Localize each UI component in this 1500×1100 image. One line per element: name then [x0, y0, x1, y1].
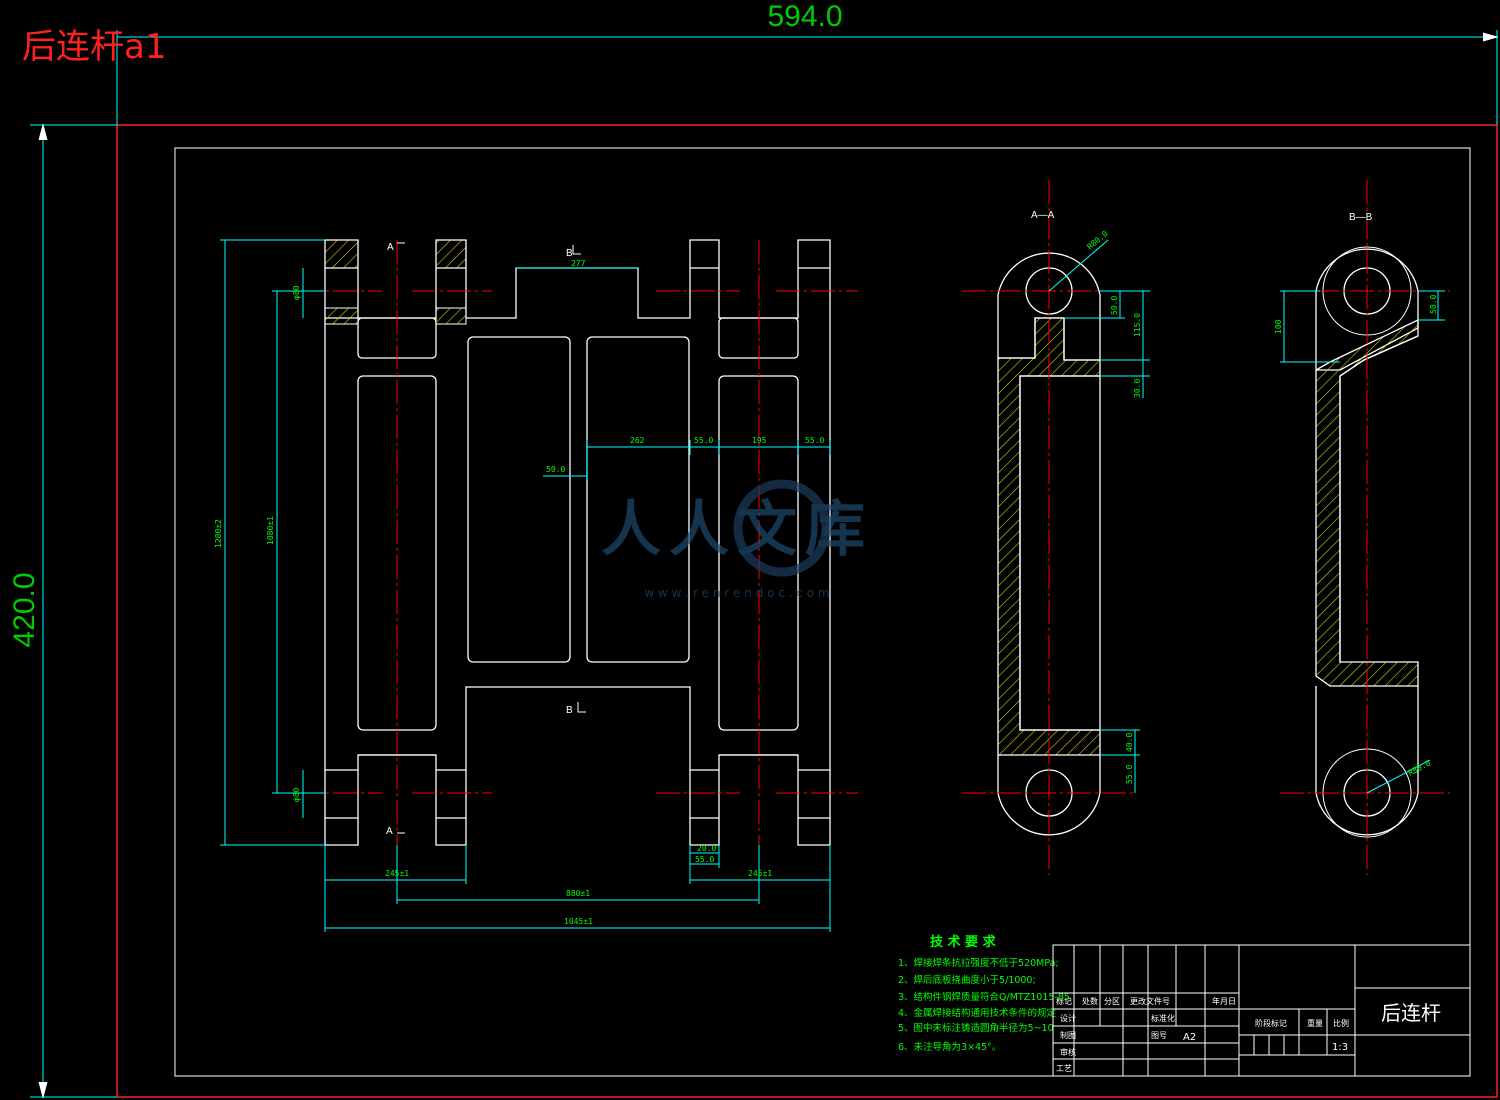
dim-w-20: 20.0 [697, 844, 716, 853]
section-b-centerlines [1280, 180, 1450, 875]
sheet-frame [116, 124, 1498, 1098]
tb-weight-label: 重量 [1307, 1018, 1323, 1028]
section-b-d50: 50.0 [1429, 295, 1438, 314]
tb-label-mark: 标记 [1056, 996, 1072, 1006]
front-view-hatching [324, 239, 467, 325]
dim-offset-50: 50.0 [546, 465, 565, 474]
watermark: 人人文库 w w w . r e n r e n d o c . c o m [601, 479, 873, 600]
section-a-d115: 115.0 [1133, 313, 1142, 337]
dim-w-55c: 55.0 [695, 855, 714, 864]
tb-label-drawing-no: 图号 [1151, 1031, 1167, 1040]
section-b-label: B—B [1349, 212, 1373, 223]
sheet-height-label: 420.0 [8, 572, 41, 647]
dim-hole-top: φ80 [292, 285, 301, 300]
section-a-d50: 50.0 [1110, 296, 1119, 315]
dim-hole-bottom: φ80 [292, 787, 301, 802]
section-b-d100: 100 [1274, 319, 1283, 334]
title-block: 标记 处数 分区 更改文件号 年月日 设计 制图 审核 工艺 标准化 图号 A2… [1052, 944, 1471, 1077]
watermark-logo-icon [733, 479, 831, 577]
tb-label-change: 更改文件号 [1130, 996, 1170, 1006]
tb-stage-label: 阶段标记 [1255, 1018, 1287, 1028]
watermark-text: 人人文库 [601, 495, 873, 565]
dim-left-width: 245±1 [385, 869, 409, 878]
section-a-label: A—A [1031, 210, 1055, 221]
section-a-radius: R80.0 [1086, 229, 1110, 251]
section-mark-b-bottom: B [566, 705, 573, 716]
section-cut-marks [397, 242, 586, 834]
section-mark-a-bottom: A [386, 826, 393, 837]
tech-note-4: 4、金属焊接结构通用技术条件的规定 [898, 1007, 1057, 1019]
sheet-width-label: 594.0 [767, 0, 842, 33]
tech-notes: 技 术 要 求 1、焊接焊条抗拉强度不低于520MPa; 2、焊后底板挠曲度小于… [898, 934, 1070, 1053]
watermark-url: w w w . r e n r e n d o c . c o m [644, 586, 829, 600]
tb-scale-label: 比例 [1333, 1018, 1349, 1028]
section-b-dimension-lines [1280, 290, 1445, 794]
tb-label-count: 处数 [1082, 996, 1098, 1006]
dim-w-262: 262 [630, 436, 645, 445]
tb-label-review: 审核 [1060, 1047, 1076, 1057]
section-b-view: B—B 100 50.0 R80.0 [1274, 180, 1450, 875]
tb-scale-value: 1:3 [1332, 1042, 1348, 1053]
tb-drawing-no: A2 [1183, 1032, 1196, 1043]
file-title: 后连杆a1 [22, 27, 166, 67]
section-mark-b-top: B [566, 248, 573, 259]
tb-label-draw: 制图 [1060, 1030, 1076, 1040]
section-mark-a-top: A [387, 242, 394, 253]
dim-inner-height: 1080±1 [266, 516, 275, 545]
section-b-radius: R80.0 [1407, 758, 1433, 777]
tb-label-standard: 标准化 [1151, 1013, 1175, 1023]
dim-w-195: 195 [752, 436, 767, 445]
section-a-d55: 55.0 [1125, 765, 1134, 784]
dim-w-55b: 55.0 [805, 436, 824, 445]
section-a-centerlines [962, 180, 1135, 875]
sheet-dimensions [30, 30, 1499, 1099]
tb-label-zone: 分区 [1104, 997, 1120, 1006]
dim-right-width: 245±1 [748, 869, 772, 878]
dim-center-dist: 880±1 [566, 889, 590, 898]
tech-note-5: 5、图中未标注铸造圆角半径为5~10 [898, 1022, 1054, 1034]
section-a-d40: 40.0 [1125, 733, 1134, 752]
front-view-dimension-lines [220, 239, 831, 932]
tech-note-6: 6、未注导角为3×45°。 [898, 1041, 1001, 1053]
tb-label-date: 年月日 [1212, 996, 1236, 1006]
tech-note-3: 3、结构件钢焊质量符合Q/MTZ1015-85 [898, 991, 1070, 1003]
tech-note-2: 2、焊后底板挠曲度小于5/1000; [898, 974, 1036, 986]
front-view: A B A B 277 1280±2 1080±1 φ80 φ80 262 55… [214, 239, 858, 932]
tech-notes-heading: 技 术 要 求 [930, 934, 997, 950]
section-a-view: A—A R80.0 50.0 115.0 30.0 40.0 55.0 [962, 180, 1150, 875]
dim-overall-width: 1045±1 [564, 917, 593, 926]
tb-label-design: 设计 [1060, 1013, 1076, 1023]
dim-w-55a: 55.0 [694, 436, 713, 445]
section-a-d30: 30.0 [1133, 379, 1142, 398]
tb-part-name: 后连杆 [1381, 1001, 1441, 1025]
section-a-dimension-lines [1048, 239, 1150, 793]
dim-top-gap: 277 [571, 259, 586, 268]
dim-total-height: 1280±2 [214, 519, 223, 548]
tb-label-process: 工艺 [1056, 1064, 1072, 1073]
tech-note-1: 1、焊接焊条抗拉强度不低于520MPa; [898, 957, 1059, 969]
